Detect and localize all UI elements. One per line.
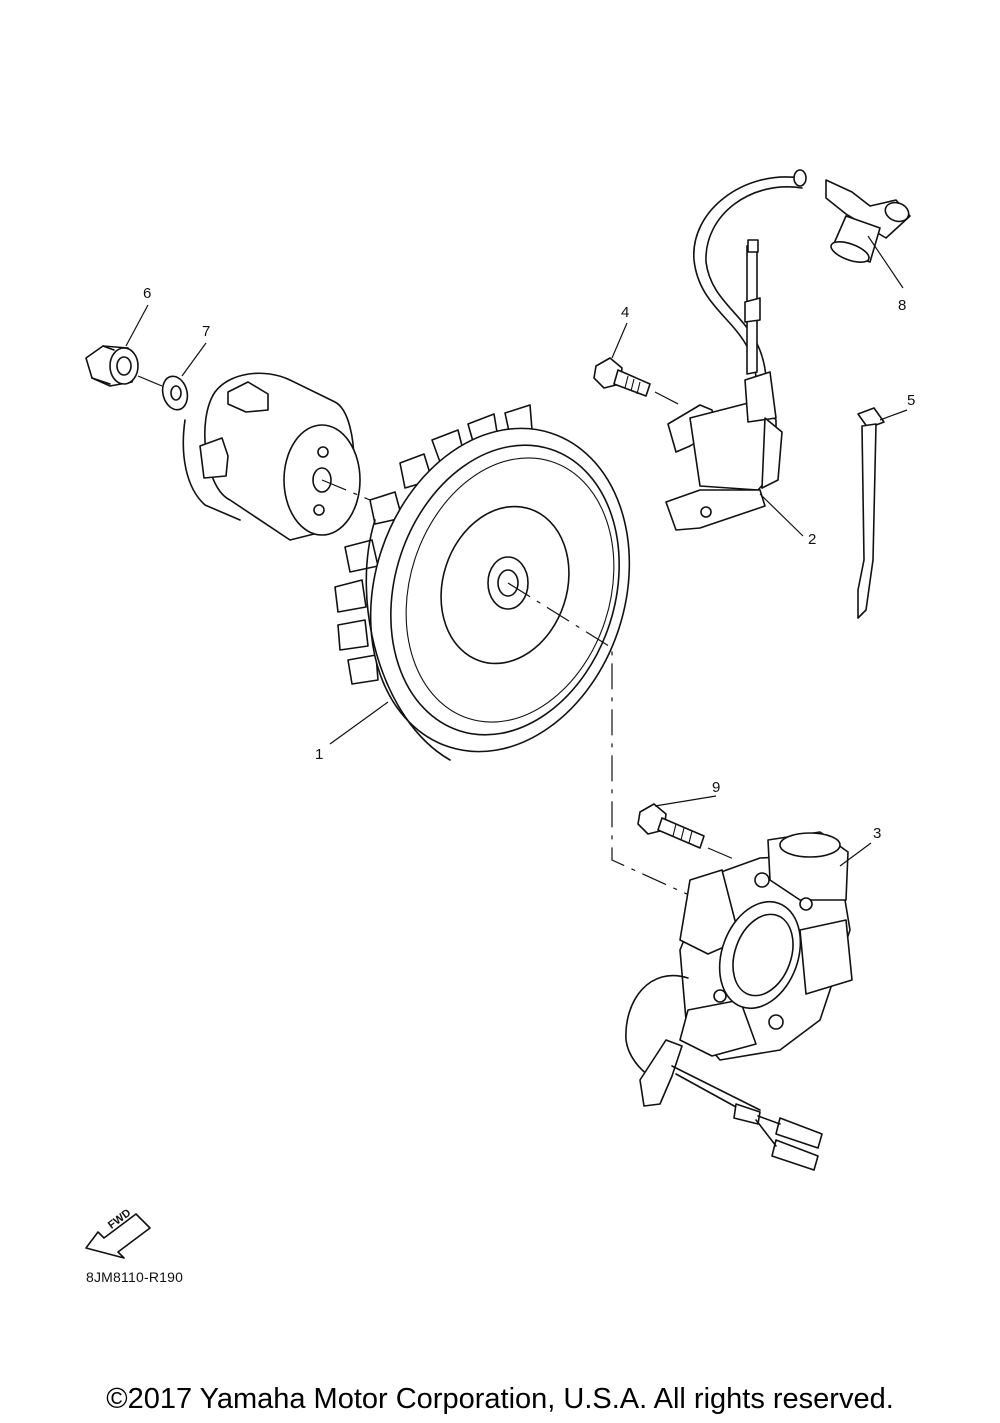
part-label-1: 1 [315,746,324,763]
part-6-nut [85,345,139,387]
part-1-flywheel [334,404,631,761]
part-8-spark-plug-cap [793,169,911,263]
part-label-6: 6 [143,285,152,302]
part-2-ignition-coil [665,176,803,531]
leader-lines [125,235,908,867]
part-7-washer [161,375,189,411]
part-label-9: 9 [712,779,721,796]
part-label-5: 5 [907,392,916,409]
part-3-stator [625,831,853,1171]
part-label-4: 4 [621,304,630,321]
part-9-bolt [637,803,705,849]
copyright-notice: ©2017 Yamaha Motor Corporation, U.S.A. A… [106,1383,894,1415]
part-5-cable-tie [857,407,885,619]
drawing-code: 8JM8110-R190 [86,1269,184,1285]
rotor-hub [182,372,361,541]
part-label-3: 3 [873,825,882,842]
part-label-7: 7 [202,323,211,340]
part-label-2: 2 [808,531,817,548]
fwd-arrow-icon [85,1213,151,1259]
part-4-bolt [593,357,651,397]
part-label-8: 8 [898,297,907,314]
